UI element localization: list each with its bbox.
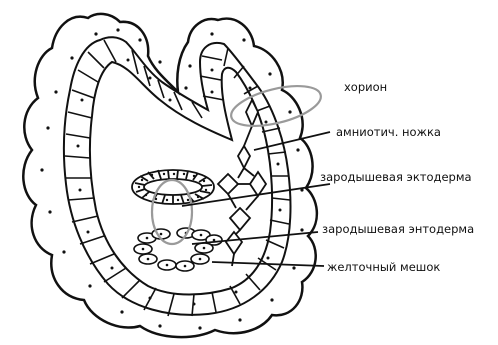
label-yolk-sac: желточный мешок [327, 260, 440, 274]
label-germ-endoderm: зародышевая энтодерма [322, 222, 474, 236]
germ-ectoderm-ring [132, 170, 214, 204]
label-amniotic-stalk: амниотич. ножка [336, 125, 441, 139]
label-germ-ectoderm: зародышевая эктодерма [320, 170, 472, 184]
label-chorion: хорион [344, 80, 387, 94]
labels: хорион амниотич. ножка зародышевая эктод… [320, 80, 474, 274]
